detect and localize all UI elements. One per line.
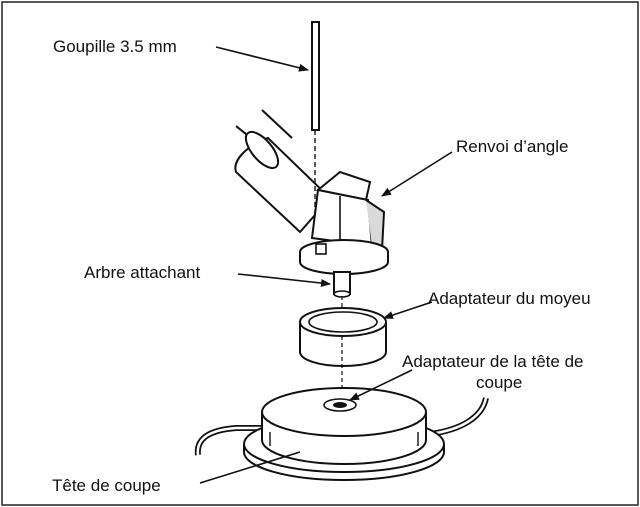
leader-lines — [199, 46, 453, 484]
cutting-head-label: Tête de coupe — [52, 476, 161, 495]
shaft-leader — [237, 273, 331, 288]
drive-tube — [234, 109, 332, 234]
hub-adapter-leader — [383, 301, 433, 319]
cutting-head-adapter-label-line2: coupe — [476, 373, 522, 392]
trimmer-lines — [194, 397, 489, 456]
gearbox — [299, 170, 389, 275]
shaft-label: Arbre attachant — [84, 263, 201, 282]
hub-adapter — [299, 307, 387, 400]
cutting-head-adapter-label-line1: Adaptateur de la tête de — [402, 352, 583, 371]
gearbox-leader — [381, 151, 453, 197]
cutting-head — [243, 387, 445, 481]
gearbox-label: Renvoi d’angle — [456, 137, 568, 156]
pin-leader — [215, 46, 309, 72]
pin-label: Goupille 3.5 mm — [53, 37, 177, 56]
cutting-head-leader — [199, 451, 301, 484]
cutting-head-adapter-leader — [349, 369, 413, 401]
attaching-shaft — [333, 271, 351, 320]
hub-adapter-label: Adaptateur du moyeu — [428, 289, 591, 308]
